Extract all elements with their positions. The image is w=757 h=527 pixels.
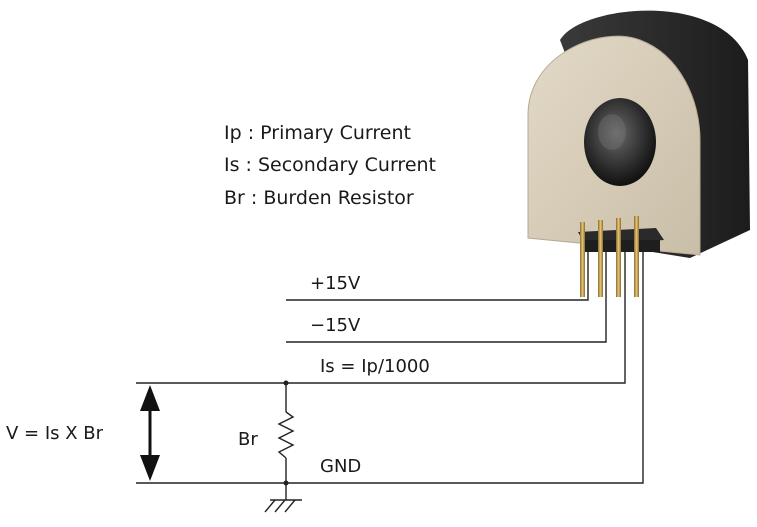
burden-resistor <box>277 411 295 459</box>
resistor-label: Br <box>238 429 258 450</box>
junction-bottom <box>283 480 289 486</box>
legend-br: Br : Burden Resistor <box>224 187 414 209</box>
ground-symbol <box>264 499 302 513</box>
junction-top <box>283 380 289 386</box>
wire-plus15 <box>286 250 589 301</box>
label-is-out: Is = Ip/1000 <box>320 356 430 377</box>
wire-gnd <box>136 250 644 484</box>
label-minus15: −15V <box>310 315 361 336</box>
legend-is: Is : Secondary Current <box>224 154 436 176</box>
label-gnd: GND <box>320 456 361 477</box>
wire-minus15 <box>286 250 607 343</box>
legend: Ip : Primary Current Is : Secondary Curr… <box>224 122 436 209</box>
wires <box>136 250 644 500</box>
wire-is <box>136 250 626 384</box>
voltage-arrow <box>140 385 160 481</box>
label-plus15: +15V <box>310 273 361 294</box>
voltage-formula: V = Is X Br <box>6 423 104 444</box>
legend-ip: Ip : Primary Current <box>224 122 411 144</box>
sensor-hole <box>584 98 656 186</box>
sensor-pins <box>580 216 639 297</box>
current-sensor <box>527 10 750 297</box>
